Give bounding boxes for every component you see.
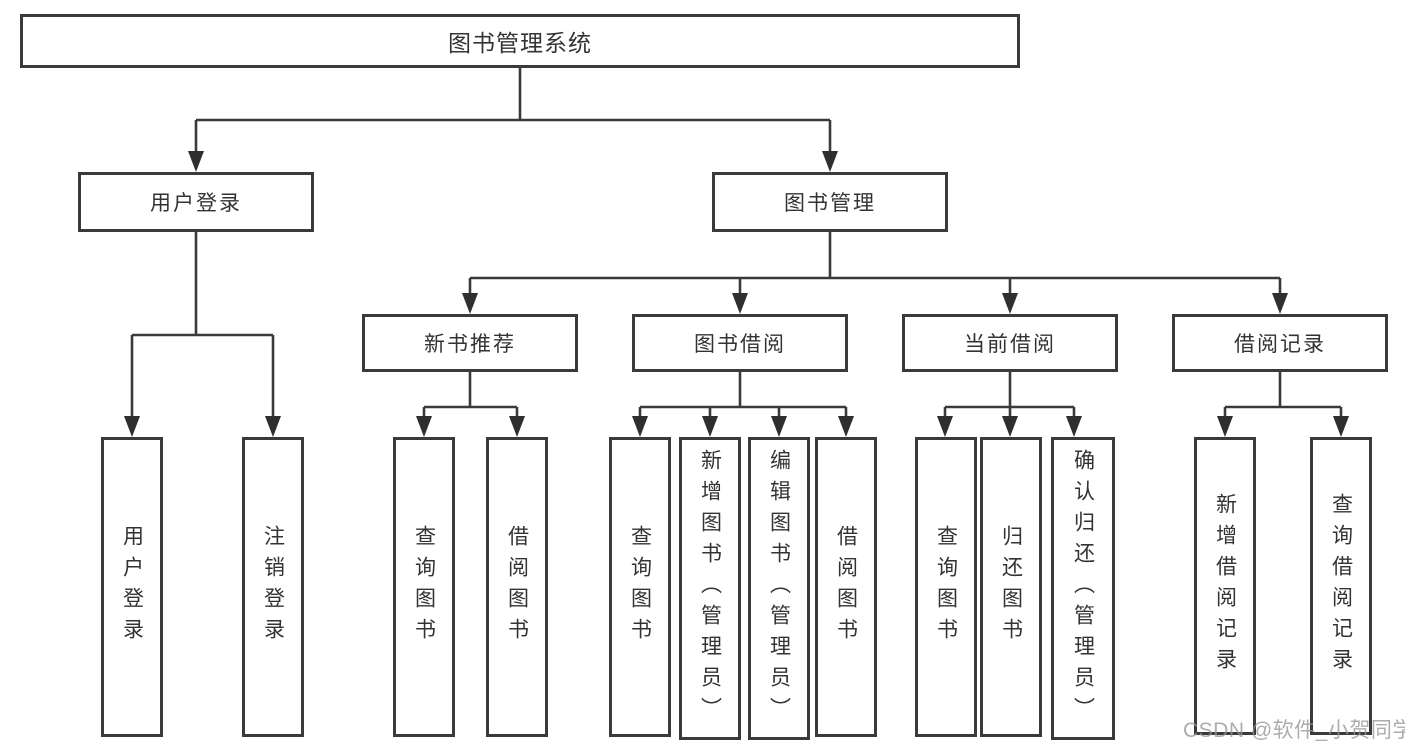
node-current-query-books: 查询图书 (915, 437, 977, 737)
node-recommend-borrow-books: 借阅图书 (486, 437, 548, 737)
node-book-management: 图书管理 (712, 172, 948, 232)
node-current-borrow: 当前借阅 (902, 314, 1118, 372)
node-current-confirm-return-admin: 确认归还（管理员） (1051, 437, 1115, 740)
node-borrow-records: 借阅记录 (1172, 314, 1388, 372)
node-borrow-add-books-admin: 新增图书（管理员） (679, 437, 741, 740)
node-user-login: 用户登录 (78, 172, 314, 232)
node-user-login-action: 用户登录 (101, 437, 163, 737)
node-borrow-edit-books-admin: 编辑图书（管理员） (748, 437, 810, 740)
node-new-book-recommend: 新书推荐 (362, 314, 578, 372)
node-records-query-record: 查询借阅记录 (1310, 437, 1372, 735)
watermark-text: CSDN @软件_小贺同学 (1183, 719, 1405, 742)
node-book-borrow: 图书借阅 (632, 314, 848, 372)
node-borrow-borrow-books: 借阅图书 (815, 437, 877, 737)
node-logout-action: 注销登录 (242, 437, 304, 737)
node-records-add-record: 新增借阅记录 (1194, 437, 1256, 735)
node-borrow-query-books: 查询图书 (609, 437, 671, 737)
node-recommend-query-books: 查询图书 (393, 437, 455, 737)
node-root: 图书管理系统 (20, 14, 1020, 68)
node-current-return-books: 归还图书 (980, 437, 1042, 737)
